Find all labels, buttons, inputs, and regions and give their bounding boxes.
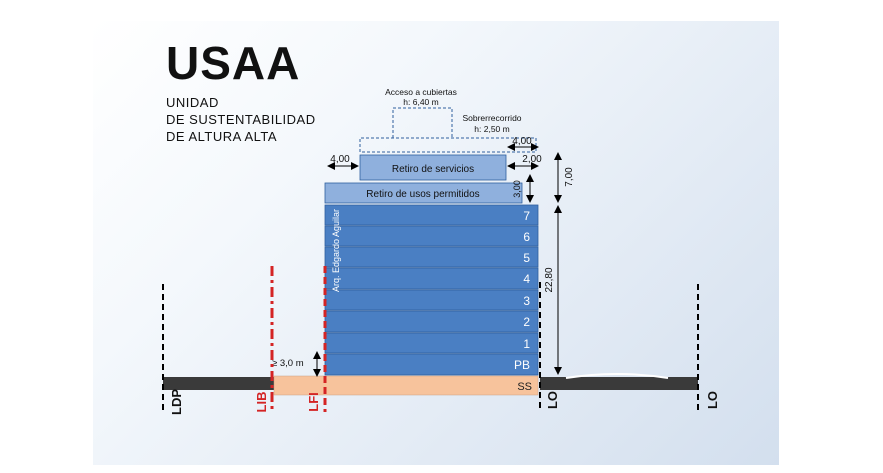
permitted-uses-block (324, 182, 523, 204)
setback-right-top-value: 4,00 (512, 136, 532, 147)
floor-label-pb: PB (514, 358, 530, 372)
floor-label-2: 2 (523, 315, 530, 329)
min-height-value: ≥ 3,0 m (272, 358, 304, 369)
author-credit: Arq. Edgardo Aguilar (331, 209, 341, 292)
floor-4 (324, 267, 539, 290)
floor-2 (324, 310, 539, 333)
basement-label: SS (517, 381, 532, 393)
ldp-label: LDP (169, 389, 184, 415)
floor-label-4: 4 (523, 272, 530, 286)
height-upper-value: 7,00 (564, 167, 575, 187)
height-main-value: 22,80 (544, 267, 555, 292)
subtitle-line-2: DE SUSTENTABILIDAD (166, 112, 316, 127)
access-height: h: 6,40 m (403, 97, 438, 107)
floor-3 (324, 289, 539, 311)
overrun-label: Sobrerrecorrido (462, 113, 521, 123)
services-label: Retiro de servicios (392, 164, 474, 175)
setback-left-value: 4,00 (330, 154, 350, 165)
access-outline (392, 107, 453, 138)
basement-slab (273, 375, 539, 396)
ground-right (540, 377, 698, 390)
floor-label-7: 7 (523, 209, 530, 223)
floor-5 (324, 246, 539, 268)
floor-pb (324, 353, 539, 376)
floor-label-6: 6 (523, 230, 530, 244)
lo-right-label: LO (705, 391, 720, 409)
height-permitted-value: 3,00 (512, 180, 522, 198)
services-block (359, 154, 507, 181)
subtitle-line-1: UNIDAD (166, 95, 219, 110)
floor-label-1: 1 (523, 337, 530, 351)
overrun-height: h: 2,50 m (474, 124, 509, 134)
floor-7 (324, 204, 539, 226)
street-curve (565, 373, 669, 379)
lo-left-label: LO (545, 391, 560, 409)
floor-label-3: 3 (523, 294, 530, 308)
setback-right-services-value: 2,00 (522, 154, 542, 165)
overrun-outline (359, 137, 537, 153)
floor-label-5: 5 (523, 251, 530, 265)
lib-label: LIB (254, 392, 269, 413)
floor-6 (324, 225, 539, 247)
floor-1 (324, 332, 539, 354)
page-subtitle: UNIDAD DE SUSTENTABILIDAD DE ALTURA ALTA (166, 94, 316, 145)
page-title: USAA (166, 37, 301, 89)
permitted-uses-label: Retiro de usos permitidos (366, 189, 479, 200)
ground-left (163, 377, 274, 390)
access-label: Acceso a cubiertas (385, 87, 457, 97)
subtitle-line-3: DE ALTURA ALTA (166, 129, 278, 144)
floor-stack: 7 6 5 4 3 2 1 PB (324, 204, 539, 376)
lfi-label: LFI (306, 392, 321, 412)
